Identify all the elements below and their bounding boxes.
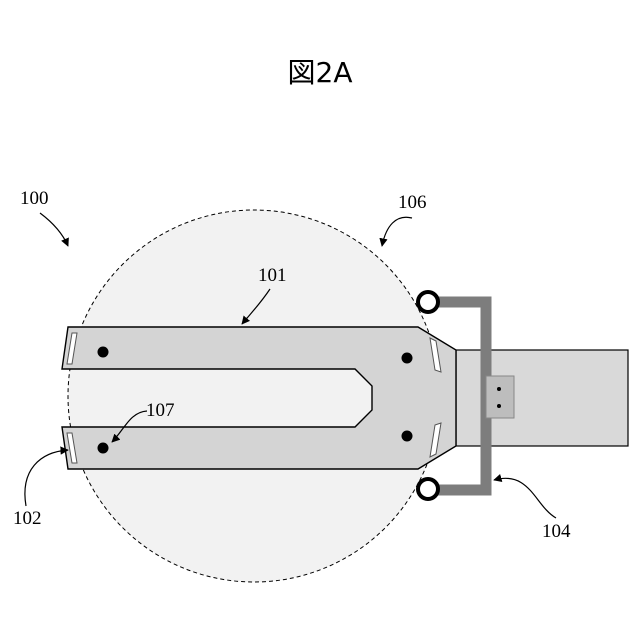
- arm-hub: [486, 376, 514, 418]
- gripper-roller-bottom: [418, 479, 438, 499]
- hub-dot: [497, 404, 501, 408]
- ref-label-101: 101: [258, 265, 287, 286]
- ref-label-100: 100: [20, 188, 49, 209]
- ref-label-104: 104: [542, 521, 571, 542]
- pin: [98, 443, 109, 454]
- gripper-roller-top: [418, 292, 438, 312]
- ref-label-107: 107: [146, 400, 175, 421]
- ref-label-106: 106: [398, 192, 427, 213]
- leader-100: [40, 213, 68, 246]
- ref-label-102: 102: [13, 508, 42, 529]
- hub-dot: [497, 387, 501, 391]
- pin: [402, 353, 413, 364]
- pin: [98, 347, 109, 358]
- leader-106: [382, 217, 412, 246]
- leader-104: [494, 478, 556, 518]
- pin: [402, 431, 413, 442]
- figure-title: 図2A: [288, 56, 353, 89]
- leader-102: [25, 450, 68, 506]
